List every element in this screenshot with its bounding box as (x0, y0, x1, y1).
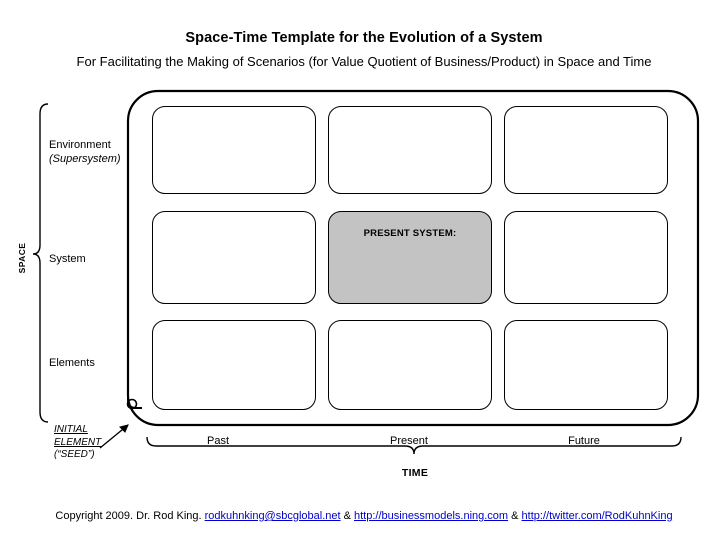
footer-twitter-link[interactable]: http://twitter.com/RodKuhnKing (521, 510, 673, 522)
footer: Copyright 2009. Dr. Rod King. rodkuhnkin… (0, 510, 728, 522)
cell-system-future[interactable] (504, 211, 668, 304)
page-subtitle: For Facilitating the Making of Scenarios… (76, 54, 652, 69)
row-label-elements-text: Elements (49, 357, 95, 369)
row-label-system: System (49, 252, 134, 266)
space-axis-label: SPACE (17, 242, 27, 274)
footer-sep-1: & (340, 510, 354, 522)
footer-sep-2: & (508, 510, 522, 522)
cell-elements-future[interactable] (504, 320, 668, 410)
cell-environment-future[interactable] (504, 106, 668, 194)
column-label-present: Present (390, 435, 428, 447)
cell-elements-present[interactable] (328, 320, 492, 410)
row-label-system-text: System (49, 253, 86, 265)
footer-copyright: Copyright 2009. Dr. Rod King. (55, 510, 205, 522)
row-label-environment-subtext: (Supersystem) (49, 153, 121, 165)
column-label-past: Past (206, 435, 229, 447)
initial-element-note-line2: ELEMENT (54, 436, 102, 448)
initial-element-note: INITIAL ELEMENT (“SEED”) (54, 424, 144, 462)
cell-system-present[interactable]: PRESENT SYSTEM: (328, 211, 492, 304)
row-label-environment-text: Environment (49, 139, 111, 151)
present-system-label: PRESENT SYSTEM: (363, 228, 457, 239)
space-brace (32, 103, 49, 423)
time-axis-label: TIME (401, 467, 429, 479)
footer-email-link[interactable]: rodkuhnking@sbcglobal.net (204, 510, 341, 522)
initial-element-note-line1: INITIAL (54, 424, 88, 435)
footer-businessmodels-link[interactable]: http://businessmodels.ning.com (354, 510, 509, 522)
page-title: Space-Time Template for the Evolution of… (185, 30, 543, 46)
row-label-environment: Environment (Supersystem) (49, 138, 134, 166)
initial-element-note-line3: (“SEED”) (54, 449, 95, 460)
column-label-future: Future (568, 435, 600, 447)
cell-system-past[interactable] (152, 211, 316, 304)
row-label-elements: Elements (49, 356, 134, 370)
cell-environment-past[interactable] (152, 106, 316, 194)
cell-elements-past[interactable] (152, 320, 316, 410)
seed-marker-icon (126, 398, 138, 410)
cell-environment-present[interactable] (328, 106, 492, 194)
